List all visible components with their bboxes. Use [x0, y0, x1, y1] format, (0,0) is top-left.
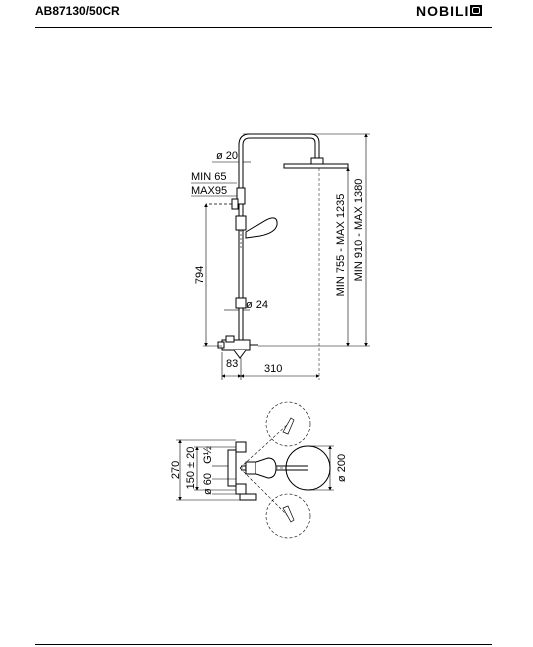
- center-distance-label: 150 ± 20: [185, 447, 197, 490]
- shower-head-top: [285, 445, 331, 491]
- height-range-1-label: MIN 755 - MAX 1235: [335, 194, 347, 297]
- shower-head: [283, 157, 349, 169]
- front-view: [191, 133, 370, 380]
- dimension-lines: [191, 133, 370, 380]
- thread-label: G½: [202, 446, 214, 464]
- brand-logo: NOBILI: [416, 2, 483, 19]
- riser-pipe: [238, 133, 320, 342]
- header-rule: [35, 27, 492, 28]
- height-range-2-label: MIN 910 - MAX 1380: [353, 179, 365, 282]
- product-code: AB87130/50CR: [35, 4, 120, 18]
- brand-mark-icon: [470, 5, 483, 16]
- hand-shower: [235, 215, 278, 250]
- valve-offset-label: 83: [226, 358, 238, 370]
- footer-rule: [35, 644, 492, 645]
- connection-min-label: MIN 65: [191, 171, 226, 183]
- top-view: [176, 401, 334, 539]
- arm-reach-label: 310: [264, 363, 282, 375]
- wall-bracket: [206, 198, 239, 210]
- pipe-diameter-bottom-label: ø 24: [246, 299, 268, 311]
- top-dimension-lines: [176, 439, 334, 501]
- connection-max-label: MAX95: [191, 185, 227, 197]
- lower-coupling: [235, 297, 247, 309]
- head-diameter-label: ø 200: [336, 454, 348, 482]
- bar-height-label: 794: [194, 266, 206, 284]
- pipe-diameter-top-label: ø 20: [216, 150, 238, 162]
- total-width-label: 270: [170, 461, 182, 479]
- swing-hand-shower-icons: [282, 417, 295, 523]
- fitting-diameter-label: ø 60: [202, 473, 214, 495]
- brand-name: NOBILI: [416, 2, 470, 19]
- thermostatic-valve: [217, 335, 258, 359]
- valve-body-top: [227, 441, 277, 501]
